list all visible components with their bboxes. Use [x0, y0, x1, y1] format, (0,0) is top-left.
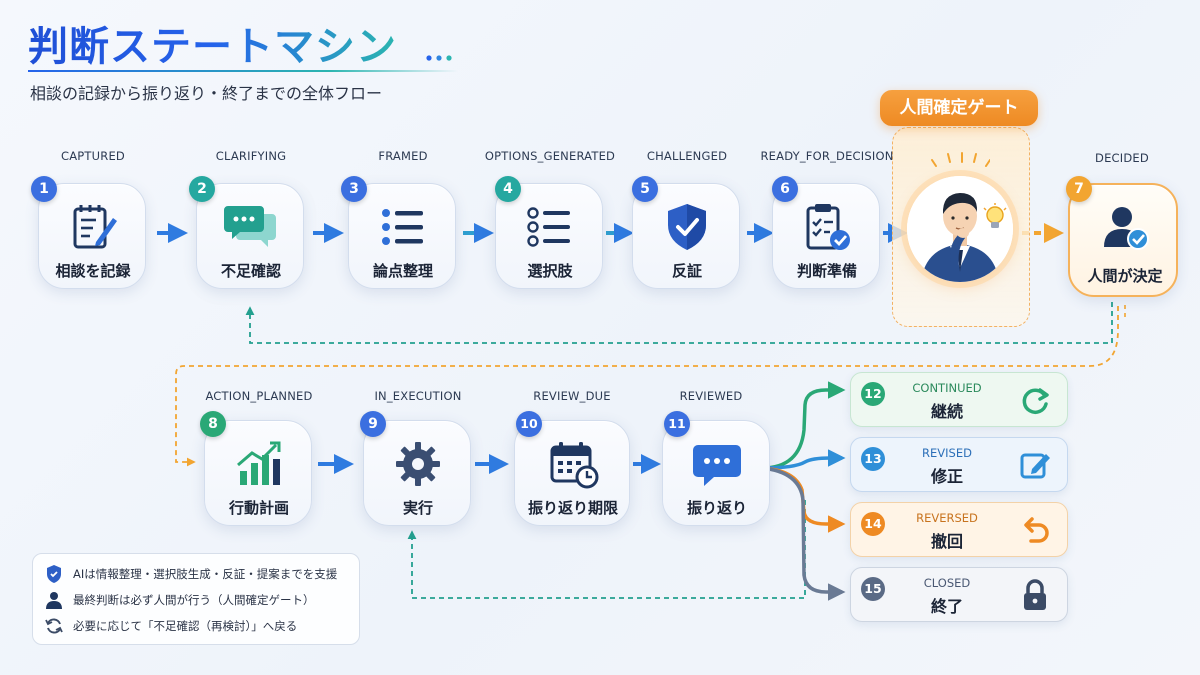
step-badge-6: 6	[772, 176, 798, 202]
state-review-due-name: 振り返り期限	[527, 499, 618, 517]
state-captured-name: 相談を記録	[55, 262, 131, 280]
state-node-decided[interactable]: 人間が決定	[1068, 183, 1178, 297]
shield-check-icon	[668, 204, 706, 250]
state-clarifying-label: CLARIFYING	[215, 149, 287, 163]
legend-ai-support-text: AIは情報整理・選択肢生成・反証・提案までを支援	[73, 567, 338, 581]
state-decided-label: DECIDED	[1095, 151, 1149, 165]
state-options-generated-label: OPTIONS_GENERATED	[484, 149, 616, 163]
gear-icon	[396, 442, 440, 486]
undo-icon	[1024, 517, 1049, 543]
state-node-clarifying[interactable]: 不足確認	[196, 183, 304, 289]
state-challenged-label: CHALLENGED	[646, 149, 728, 163]
outcome-badge-15: 15	[861, 577, 885, 601]
state-ready-for-decision-name: 判断準備	[796, 262, 857, 280]
legend-human-decision-text: 最終判断は必ず人間が行う（人間確定ゲート）	[73, 593, 315, 607]
outcome-badge-12: 12	[861, 382, 885, 406]
person-check-icon	[1104, 207, 1149, 250]
options-list-icon	[527, 207, 570, 247]
outcome-badge-13: 13	[861, 447, 885, 471]
notepad-pen-icon	[73, 205, 117, 249]
idea-lightbulb-icon	[983, 203, 1007, 228]
outcome-closed[interactable]: 15 CLOSED 終了	[850, 567, 1068, 622]
state-reviewed-label: REVIEWED	[679, 389, 743, 403]
refresh-icon	[1022, 388, 1049, 414]
title-underline	[28, 70, 458, 72]
chat-bubbles-icon	[224, 206, 276, 247]
state-framed-name: 論点整理	[372, 262, 433, 280]
outcome-closed-label: 終了	[930, 597, 963, 616]
step-badge-9: 9	[360, 411, 386, 437]
state-decided-name: 人間が決定	[1087, 267, 1163, 285]
chat-dots-icon	[693, 445, 741, 486]
human-gate-title: 人間確定ゲート	[880, 90, 1038, 126]
step-badge-3: 3	[341, 176, 367, 202]
step-badge-8: 8	[200, 411, 226, 437]
thinking-person-illustration	[907, 176, 1013, 282]
step-badge-1: 1	[31, 176, 57, 202]
outcome-revised-label: 修正	[930, 467, 963, 486]
outcome-reversed[interactable]: 14 REVERSED 撤回	[850, 502, 1068, 557]
outcome-revised-state: REVISED	[922, 446, 972, 460]
outcome-reversed-label: 撤回	[930, 532, 963, 551]
cycle-icon	[45, 618, 63, 634]
state-node-captured[interactable]: 相談を記録	[38, 183, 146, 289]
title-dots-decoration	[426, 55, 452, 61]
state-in-execution-name: 実行	[402, 499, 433, 517]
state-node-action-planned[interactable]: 行動計画	[204, 420, 312, 526]
state-options-generated-name: 選択肢	[527, 262, 573, 280]
legend-box: AIは情報整理・選択肢生成・反証・提案までを支援 最終判断は必ず人間が行う（人間…	[32, 553, 360, 645]
state-node-in-execution[interactable]: 実行	[363, 420, 471, 526]
edit-icon	[1020, 453, 1050, 479]
state-node-review-due[interactable]: 振り返り期限	[514, 420, 630, 526]
state-action-planned-label: ACTION_PLANNED	[205, 389, 313, 403]
state-challenged-name: 反証	[671, 262, 702, 280]
page-title: 判断ステートマシン	[28, 14, 397, 72]
step-badge-4: 4	[495, 176, 521, 202]
growth-chart-icon	[237, 441, 281, 485]
outcome-closed-state: CLOSED	[923, 576, 971, 590]
step-badge-7: 7	[1066, 176, 1092, 202]
step-badge-10: 10	[516, 411, 542, 437]
outcome-badge-14: 14	[861, 512, 885, 536]
person-icon	[46, 592, 62, 609]
state-captured-label: CAPTURED	[61, 149, 125, 163]
state-review-due-label: REVIEW_DUE	[533, 389, 611, 403]
state-node-framed[interactable]: 論点整理	[348, 183, 456, 289]
clipboard-check-icon	[806, 204, 850, 250]
step-badge-11: 11	[664, 411, 690, 437]
outcome-continued-label: 継続	[930, 402, 963, 421]
step-badge-2: 2	[189, 176, 215, 202]
calendar-clock-icon	[550, 442, 599, 489]
step-badge-5: 5	[632, 176, 658, 202]
state-clarifying-name: 不足確認	[220, 262, 281, 280]
outcome-reversed-state: REVERSED	[916, 511, 978, 525]
state-node-reviewed[interactable]: 振り返り	[662, 420, 770, 526]
outcome-continued-state: CONTINUED	[912, 381, 982, 395]
shield-icon	[47, 565, 61, 583]
state-reviewed-name: 振り返り	[686, 499, 747, 517]
outcome-continued[interactable]: 12 CONTINUED 継続	[850, 372, 1068, 427]
bullet-list-icon	[382, 209, 423, 245]
state-framed-label: FRAMED	[378, 149, 428, 163]
state-in-execution-label: IN_EXECUTION	[374, 389, 462, 403]
lock-icon	[1024, 579, 1046, 610]
outcome-revised[interactable]: 13 REVISED 修正	[850, 437, 1068, 492]
state-action-planned-name: 行動計画	[228, 499, 289, 517]
page-subtitle: 相談の記録から振り返り・終了までの全体フロー	[30, 84, 383, 103]
thinking-rays-decoration	[931, 152, 990, 167]
legend-loop-back-text: 必要に応じて「不足確認（再検討）」へ戻る	[73, 619, 298, 633]
state-ready-for-decision-label: READY_FOR_DECISION	[760, 149, 894, 163]
